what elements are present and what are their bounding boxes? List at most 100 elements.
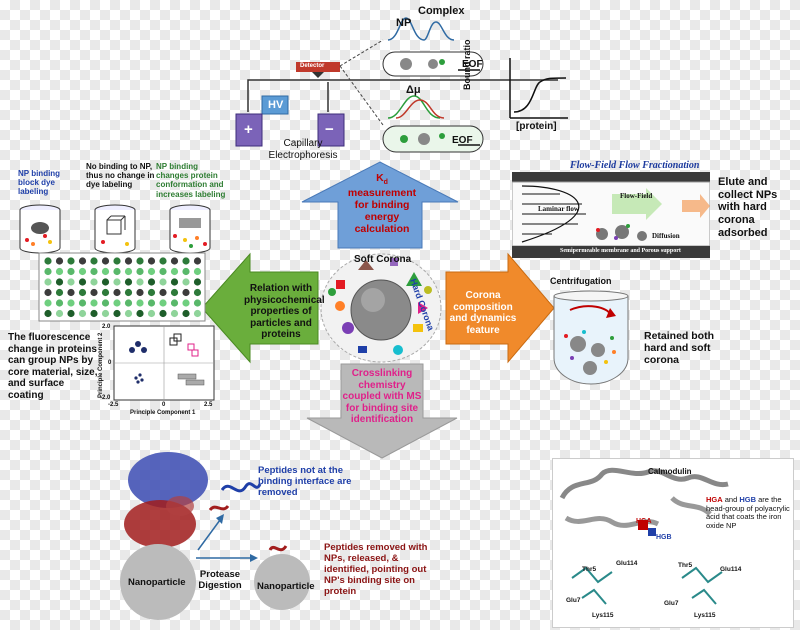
- well: [78, 267, 87, 276]
- corona-composition-text: Corona composition and dynamics feature: [449, 290, 517, 336]
- well: [67, 299, 75, 307]
- well: [55, 288, 64, 297]
- eof-label-bottom: EOF: [452, 135, 473, 146]
- well: [147, 309, 156, 318]
- well: [124, 309, 133, 318]
- residue-thr5-b: Thr5: [678, 562, 693, 569]
- membrane-label: Semipermeable membrane and Porous suppor…: [560, 248, 681, 254]
- well: [101, 309, 110, 318]
- peptides-removed-text: Peptides removed with NPs, released, & i…: [324, 542, 428, 597]
- well: [147, 267, 156, 276]
- well: [90, 257, 98, 265]
- protein-structure: [124, 452, 208, 548]
- centrifugation-label: Centrifugation: [550, 276, 612, 286]
- hg-description: HGA and HGB are the head-group of polyac…: [706, 495, 794, 531]
- calmodulin-structure: [559, 467, 729, 605]
- well: [159, 267, 167, 276]
- cup3-label: NP binding changes protein conformation …: [156, 162, 226, 199]
- well: [193, 299, 202, 307]
- detector-label: Detector: [300, 63, 325, 69]
- centrifuge-tube: [553, 290, 629, 385]
- well: [193, 288, 202, 297]
- well: [193, 309, 202, 318]
- calmodulin-panel: [552, 458, 794, 628]
- soft-corona-label: Soft Corona: [354, 254, 412, 265]
- well: [159, 299, 167, 307]
- laminar-flow-label: Laminar flow: [538, 205, 579, 213]
- well: [170, 278, 179, 286]
- well: [113, 278, 121, 286]
- well: [67, 267, 75, 276]
- dye-labeling-cups: [19, 204, 211, 254]
- peaks-bottom: [387, 95, 441, 119]
- residue-glu114-b: Glu114: [720, 566, 742, 573]
- residue-lys115-b: Lys115: [694, 612, 716, 619]
- well: [90, 309, 98, 318]
- calmodulin-label: Calmodulin: [648, 467, 692, 476]
- protein-axis-label: [protein]: [516, 121, 557, 132]
- well: [182, 278, 190, 286]
- well: [182, 309, 190, 318]
- eof-label-top: EOF: [462, 59, 483, 70]
- well: [136, 309, 144, 318]
- well: [113, 288, 121, 297]
- well: [113, 267, 121, 276]
- delta-mu-label: Δμ: [406, 84, 421, 96]
- well: [159, 309, 167, 318]
- crosslinking-text: Crosslinking chemistry coupled with MS f…: [342, 368, 422, 425]
- well: [124, 267, 133, 276]
- well: [67, 309, 75, 318]
- ffff-diagram: [512, 172, 710, 258]
- residue-thr5-a: Thr5: [582, 566, 597, 573]
- well: [78, 288, 87, 297]
- nanoparticle-label-left: Nanoparticle: [128, 577, 186, 588]
- hv-box: [261, 95, 289, 115]
- well: [136, 278, 144, 286]
- well: [113, 309, 121, 318]
- np-label: NP: [396, 17, 412, 29]
- well: [55, 309, 64, 318]
- well: [78, 278, 87, 286]
- well: [170, 309, 179, 318]
- hga-inline: HGA: [706, 495, 723, 504]
- well: [101, 267, 110, 276]
- well: [170, 288, 179, 297]
- well: [147, 278, 156, 286]
- well: [113, 257, 121, 265]
- well: [101, 288, 110, 297]
- residue-glu114-a: Glu114: [616, 560, 638, 567]
- well: [147, 299, 156, 307]
- well: [90, 278, 98, 286]
- well: [193, 278, 202, 286]
- well: [113, 299, 121, 307]
- pca-xtick-right: 2.5: [204, 402, 213, 408]
- residue-glu7-b: Glu7: [664, 600, 679, 607]
- corona-diagram: Soft Corona Hard Corona: [320, 253, 442, 363]
- well: [90, 288, 98, 297]
- pca-ytick-top: 2.0: [102, 324, 111, 330]
- well: [67, 288, 75, 297]
- well: [67, 257, 75, 265]
- pca-xtick-mid: 0: [162, 402, 166, 408]
- bound-ratio-label: Bound ratio: [462, 39, 472, 91]
- pca-xtick-left: -2.5: [108, 402, 119, 408]
- cup-2: [94, 204, 136, 254]
- well: [78, 309, 87, 318]
- crosslink-diagram: [120, 452, 310, 620]
- pca-ytick-mid: 0: [108, 360, 112, 366]
- flow-field-label: Flow-Field: [620, 192, 653, 200]
- well: [170, 267, 179, 276]
- nanoparticle-right: [254, 554, 310, 610]
- well: [159, 288, 167, 297]
- well: [170, 257, 179, 265]
- well: [44, 267, 52, 276]
- relation-text: Relation with physicochemical properties…: [244, 283, 325, 340]
- well: [159, 257, 167, 265]
- capillary-electrophoresis-label: Capillary Electrophoresis: [268, 138, 338, 161]
- bottom-arrow: [306, 363, 458, 459]
- well: [90, 267, 98, 276]
- corona-proteins: [328, 258, 432, 355]
- well: [159, 278, 167, 286]
- minus-electrode: [317, 113, 345, 147]
- nanoparticle-label-right: Nanoparticle: [257, 581, 315, 592]
